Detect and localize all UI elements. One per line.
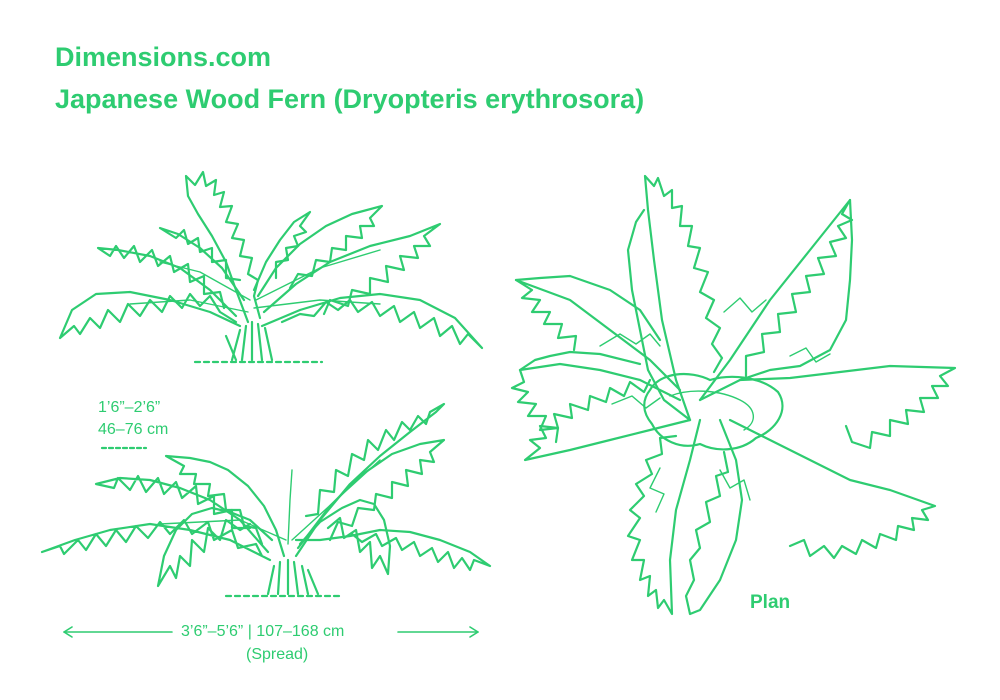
spread-caption-label: (Spread) — [246, 646, 309, 663]
plan-label: Plan — [750, 592, 791, 613]
page-title: Japanese Wood Fern (Dryopteris erythroso… — [55, 84, 645, 114]
site-title: Dimensions.com — [55, 42, 272, 72]
height-metric-label: 46–76 cm — [98, 421, 169, 438]
spread-values-label: 3’6”–5’6” | 107–168 cm — [181, 623, 345, 640]
elevation-front-fern — [58, 170, 484, 364]
plan-view-fern — [510, 174, 957, 616]
spread-dimension-arrow — [63, 626, 479, 638]
height-imperial-label: 1’6”–2’6” — [98, 399, 161, 416]
elevation-side-fern — [40, 402, 492, 598]
